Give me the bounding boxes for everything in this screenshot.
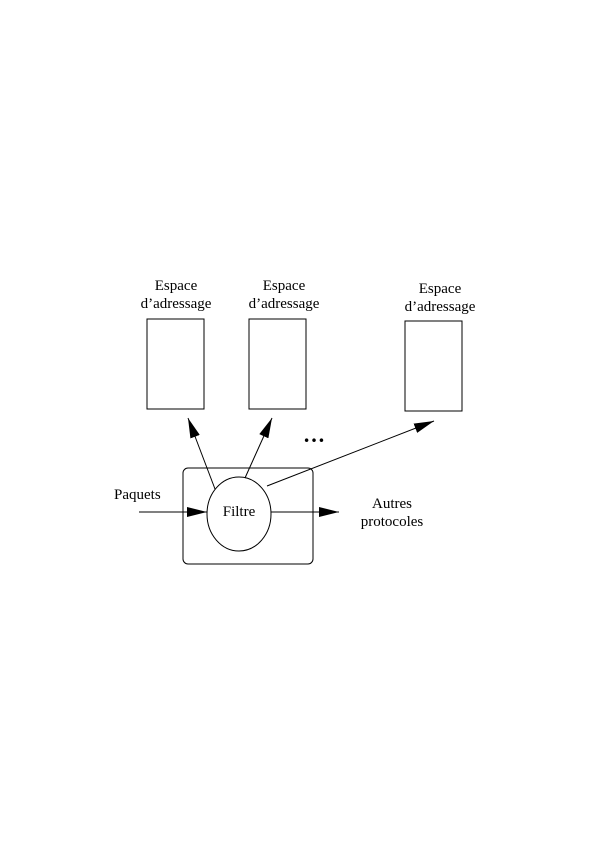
filter-label: Filtre bbox=[222, 504, 256, 520]
other-protocols-label-line2: protocoles bbox=[360, 514, 424, 530]
address-space-label-1: Espace d’adressage bbox=[126, 277, 226, 313]
other-protocols-label-line1: Autres bbox=[372, 496, 412, 512]
address-space-label-2-line2: d’adressage bbox=[248, 296, 320, 312]
address-space-label-3-line2: d’adressage bbox=[404, 299, 476, 315]
address-space-label-2: Espace d’adressage bbox=[234, 277, 334, 313]
arrow-to-address-space-2 bbox=[244, 417, 273, 479]
address-space-label-2-line1: Espace bbox=[262, 278, 306, 294]
filter-ellipse bbox=[206, 476, 272, 552]
address-space-label-3-line1: Espace bbox=[418, 281, 462, 297]
address-space-box-1 bbox=[146, 318, 205, 410]
address-space-box-2 bbox=[248, 318, 307, 410]
filter-container-box bbox=[182, 467, 314, 565]
arrow-to-address-space-1 bbox=[187, 417, 216, 490]
address-space-label-3: Espace d’adressage bbox=[390, 280, 490, 316]
input-packets-label: Paquets bbox=[114, 487, 161, 503]
address-space-label-1-line1: Espace bbox=[154, 278, 198, 294]
address-space-label-1-line2: d’adressage bbox=[140, 296, 212, 312]
address-space-box-3 bbox=[404, 320, 463, 412]
arrow-to-address-space-3 bbox=[266, 420, 435, 487]
other-protocols-label: Autres protocoles bbox=[347, 495, 437, 531]
more-address-spaces-ellipsis: … bbox=[303, 422, 326, 447]
